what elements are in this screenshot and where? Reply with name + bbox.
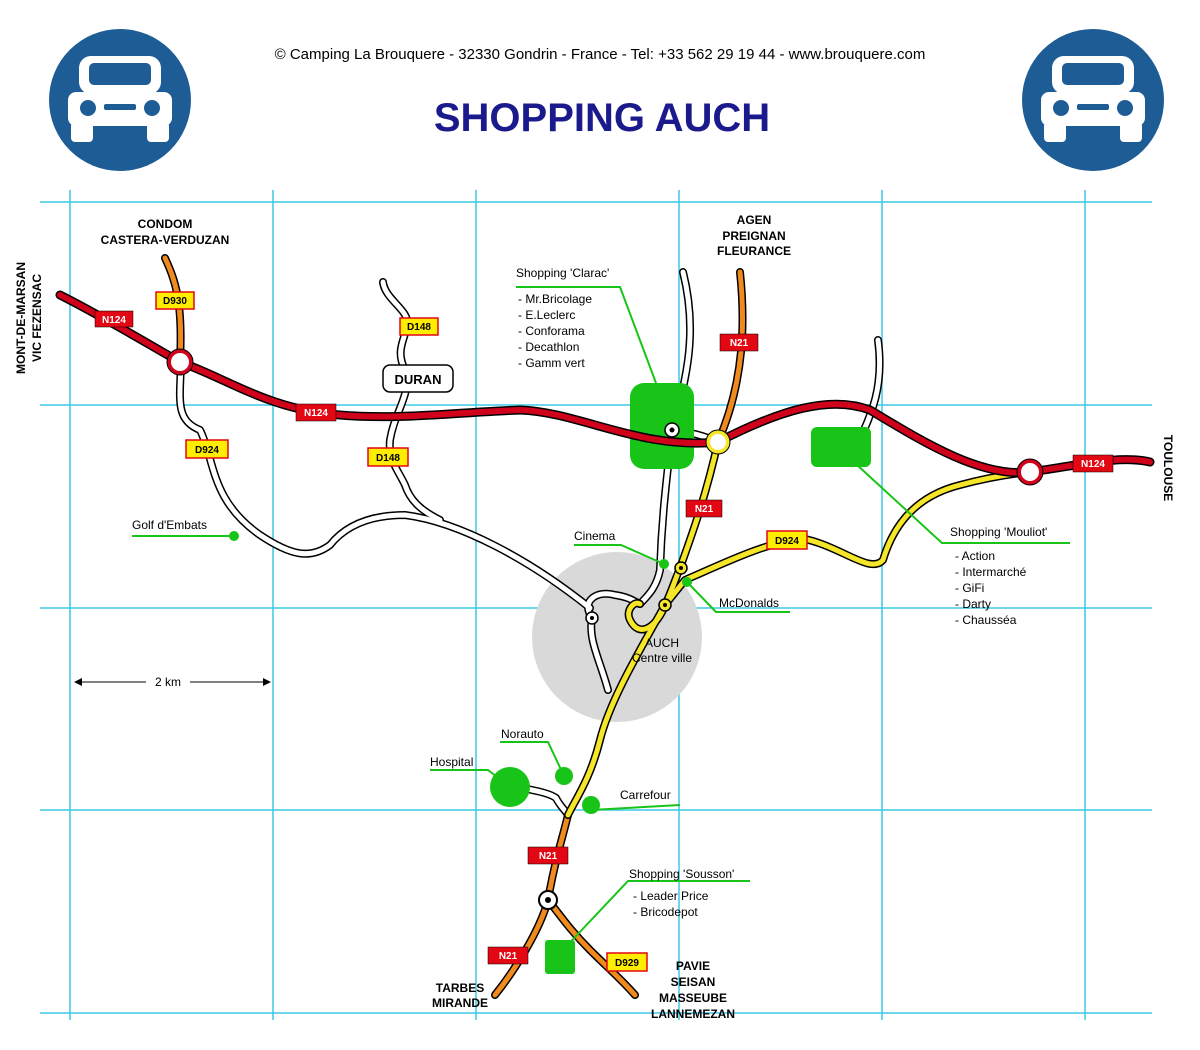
road-sign-n21-b: N21 xyxy=(685,499,723,518)
road-sign-d929: D929 xyxy=(606,952,648,972)
right-sign xyxy=(1018,25,1168,175)
shopping-clarac-item: - Gamm vert xyxy=(518,356,585,370)
road-sign-n124-b: N124 xyxy=(295,403,337,422)
dest-vic-fezensac: VIC FEZENSAC xyxy=(30,274,44,362)
carrefour-marker xyxy=(582,796,600,814)
carrefour-label: Carrefour xyxy=(620,788,671,802)
dest-condom: CONDOM xyxy=(138,217,193,231)
cinema-label: Cinema xyxy=(574,529,616,543)
road-sign-n21-c: N21 xyxy=(527,846,569,865)
shopping-clarac-item: - Conforama xyxy=(518,324,585,338)
n124-road xyxy=(55,290,1155,478)
svg-text:D924: D924 xyxy=(195,445,219,456)
dest-castera: CASTERA-VERDUZAN xyxy=(101,233,230,247)
car-icon xyxy=(68,56,172,142)
road-sign-d148-a: D148 xyxy=(399,317,439,336)
dest-mirande: MIRANDE xyxy=(432,996,488,1010)
road-labels: N124 D930 D148 N124 D924 D148 N21 N21 xyxy=(94,291,1114,972)
roundabout-west xyxy=(167,349,193,375)
car-icon xyxy=(1041,56,1145,142)
svg-text:N21: N21 xyxy=(539,851,558,862)
roundabout-n21 xyxy=(706,430,730,454)
svg-text:D930: D930 xyxy=(163,296,187,307)
road-sign-d148-b: D148 xyxy=(367,447,409,467)
copyright-text: © Camping La Brouquere - 32330 Gondrin -… xyxy=(275,46,926,63)
dest-seisan: SEISAN xyxy=(671,975,716,989)
yellow-roads xyxy=(564,438,1034,819)
dest-preignan: PREIGNAN xyxy=(722,229,785,243)
dest-pavie: PAVIE xyxy=(676,959,710,973)
left-sign xyxy=(45,25,195,175)
svg-text:N21: N21 xyxy=(499,951,518,962)
shopping-mouliot-title: Shopping 'Mouliot' xyxy=(950,525,1047,539)
road-sign-n124-a: N124 xyxy=(94,310,134,328)
dest-agen: AGEN xyxy=(737,213,772,227)
page-title: SHOPPING AUCH xyxy=(434,96,770,140)
shopping-mouliot-area xyxy=(811,427,871,467)
shopping-sousson-title: Shopping 'Sousson' xyxy=(629,867,734,881)
centre-label: AUCH xyxy=(645,636,679,650)
road-sign-n21-a: N21 xyxy=(719,333,759,352)
svg-text:D929: D929 xyxy=(615,958,639,969)
shopping-clarac-label: Shopping 'Clarac' - Mr.Bricolage - E.Lec… xyxy=(516,266,609,370)
shopping-clarac-item: - Decathlon xyxy=(518,340,579,354)
svg-text:N124: N124 xyxy=(304,408,328,419)
shopping-mouliot-item: - Darty xyxy=(955,597,991,611)
shopping-mouliot-item: - GiFi xyxy=(955,581,984,595)
dest-lannemezan: LANNEMEZAN xyxy=(651,1007,735,1021)
mcdonalds-label: McDonalds xyxy=(719,596,779,610)
road-sign-n21-d: N21 xyxy=(487,946,529,965)
destinations: CONDOM CASTERA-VERDUZAN AGEN PREIGNAN FL… xyxy=(14,213,1175,1021)
place-labels: Golf d'Embats Cinema McDonalds AUCH Cent… xyxy=(132,518,779,802)
svg-text:DURAN: DURAN xyxy=(395,372,442,387)
grid xyxy=(40,190,1152,1020)
junctions xyxy=(166,348,1044,910)
svg-text:N124: N124 xyxy=(102,315,126,326)
centre-sub-label: Centre ville xyxy=(632,651,692,665)
shopping-sousson-area xyxy=(545,940,575,974)
shopping-mouliot-item: - Action xyxy=(955,549,995,563)
roundabout-east xyxy=(1017,459,1043,485)
hospital-label: Hospital xyxy=(430,755,473,769)
svg-text:N21: N21 xyxy=(695,504,714,515)
road-sign-d924-a: D924 xyxy=(185,439,229,459)
dest-fleurance: FLEURANCE xyxy=(717,244,791,258)
svg-text:N21: N21 xyxy=(730,338,749,349)
dest-tarbes: TARBES xyxy=(436,981,484,995)
shopping-clarac-item: - E.Leclerc xyxy=(518,308,575,322)
dest-mont-de-marsan: MONT-DE-MARSAN xyxy=(14,262,28,374)
svg-text:D924: D924 xyxy=(775,536,799,547)
scale-bar: 2 km xyxy=(74,675,271,689)
shopping-clarac-item: - Mr.Bricolage xyxy=(518,292,592,306)
shopping-mouliot-item: - Intermarché xyxy=(955,565,1027,579)
shopping-mouliot-label: Shopping 'Mouliot' - Action - Intermarch… xyxy=(950,525,1047,627)
shopping-sousson-label: Shopping 'Sousson' - Leader Price - Bric… xyxy=(629,867,734,919)
road-sign-d930: D930 xyxy=(155,291,195,310)
svg-text:D148: D148 xyxy=(376,453,400,464)
shopping-clarac-area xyxy=(630,383,694,469)
shopping-mouliot-item: - Chausséa xyxy=(955,613,1017,627)
shopping-sousson-item: - Leader Price xyxy=(633,889,709,903)
road-sign-d924-b: D924 xyxy=(766,530,808,550)
duran-label: DURAN xyxy=(382,364,454,393)
road-sign-n124-c: N124 xyxy=(1072,454,1114,473)
norauto-label: Norauto xyxy=(501,727,544,741)
scale-label: 2 km xyxy=(155,675,181,689)
leader-lines xyxy=(132,286,1070,954)
dest-toulouse: TOULOUSE xyxy=(1161,435,1175,501)
svg-text:N124: N124 xyxy=(1081,459,1105,470)
svg-text:D148: D148 xyxy=(407,322,431,333)
dest-masseube: MASSEUBE xyxy=(659,991,727,1005)
golf-label: Golf d'Embats xyxy=(132,518,207,532)
shopping-clarac-title: Shopping 'Clarac' xyxy=(516,266,609,280)
shopping-sousson-item: - Bricodepot xyxy=(633,905,698,919)
